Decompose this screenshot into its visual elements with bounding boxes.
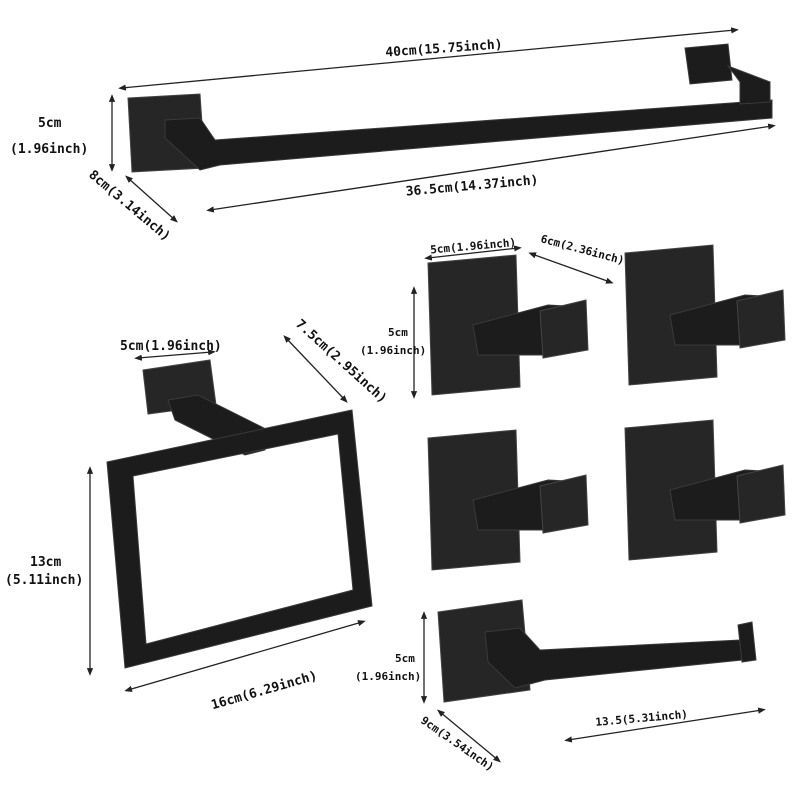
robe-hook — [624, 244, 786, 386]
ring-depth-dimension — [283, 335, 348, 403]
ring-width-label: 16cm(6.29inch) — [210, 669, 319, 714]
ring-mount-width-dimension — [134, 349, 216, 361]
holder-length-dimension — [564, 707, 766, 743]
robe-hook — [427, 254, 589, 396]
toilet-paper-holder — [437, 599, 757, 703]
holder-depth-label: 9cm(3.54inch) — [418, 714, 496, 774]
towel-bar-inner-length-dimension — [206, 123, 776, 213]
holder-height-in: (1.96inch) — [355, 670, 421, 683]
ring-height-cm: 13cm — [30, 555, 61, 570]
holder-depth-dimension — [436, 709, 502, 763]
hook-depth-dimension — [528, 252, 614, 284]
towel-bar-inner-length-label: 36.5cm(14.37inch) — [405, 173, 539, 200]
holder-height-cm: 5cm — [395, 652, 415, 665]
hook-depth-label: 6cm(2.36inch) — [539, 232, 626, 267]
towel-bar-height-in: (1.96inch) — [10, 142, 88, 157]
ring-height-in: (5.11inch) — [5, 573, 83, 588]
towel-bar-height-cm: 5cm — [38, 116, 62, 131]
hook-width-dimension — [424, 245, 522, 261]
holder-length-label: 13.5(5.31inch) — [595, 708, 688, 729]
hook-height-in: (1.96inch) — [360, 344, 426, 357]
ring-mount-width-label: 5cm(1.96inch) — [120, 339, 222, 354]
ring-depth-label: 7.5cm(2.95inch) — [292, 317, 389, 407]
ring-width-dimension — [124, 620, 366, 692]
towel-bar-depth-dimension — [125, 175, 178, 223]
hook-height-cm: 5cm — [388, 326, 408, 339]
robe-hook — [427, 429, 589, 571]
towel-bar-length-dimension — [118, 27, 739, 91]
towel-bar — [127, 43, 773, 173]
robe-hook — [624, 419, 786, 561]
towel-ring — [106, 359, 373, 669]
robe-hooks — [427, 244, 786, 571]
